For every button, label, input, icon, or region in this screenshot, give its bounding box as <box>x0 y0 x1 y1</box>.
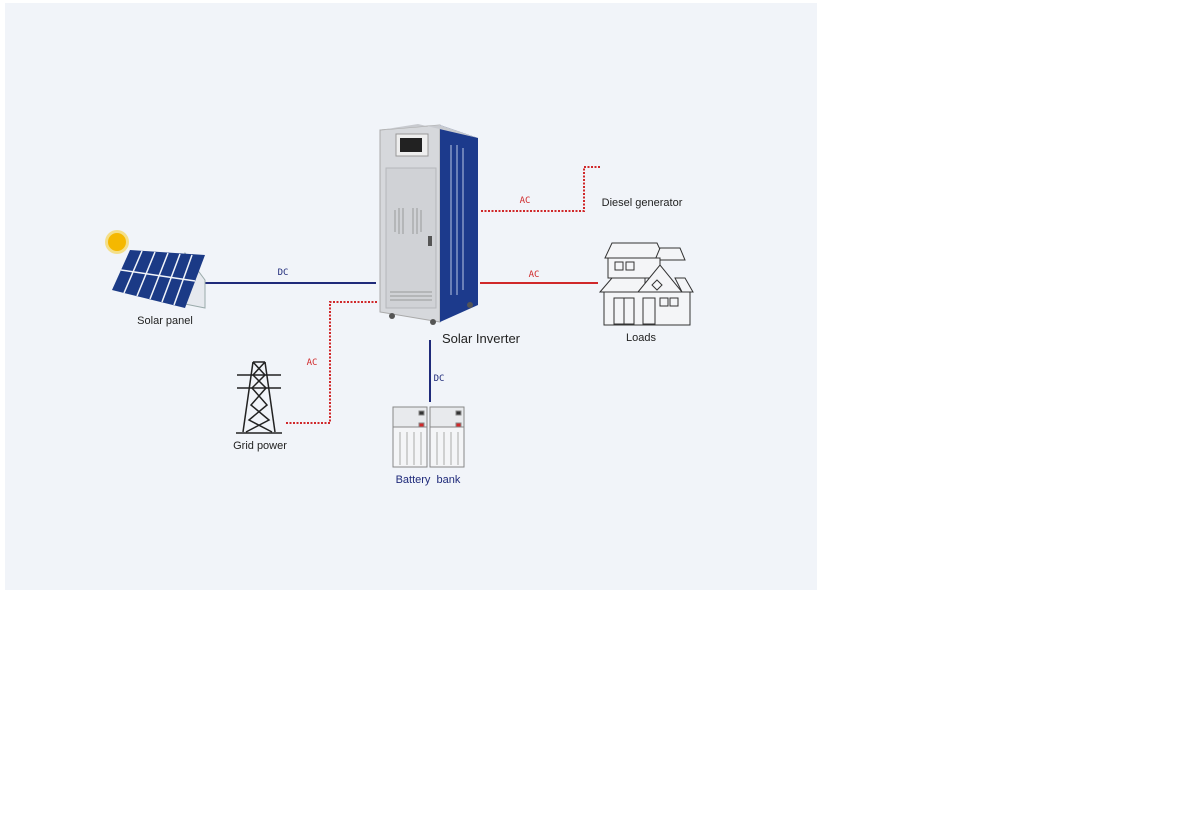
diesel-ac-label: AC <box>519 196 531 206</box>
loads-ac-label: AC <box>528 270 540 280</box>
grid-ac-label: AC <box>306 358 318 368</box>
battery-bank-label: Battery bank <box>395 474 461 486</box>
solar-inverter-cabinet <box>379 124 478 325</box>
battery-dc-label: DC <box>433 374 445 384</box>
solar-panel-icon <box>112 250 206 309</box>
power-tower-icon <box>236 361 282 434</box>
solar-dc-label: DC <box>277 268 289 278</box>
diesel-generator-label: Diesel generator <box>601 197 683 209</box>
grid-ac-line <box>286 301 378 424</box>
diesel-ac-line <box>481 166 600 212</box>
solar-panel-label: Solar panel <box>137 315 193 327</box>
battery-bank-icon <box>392 406 465 468</box>
house-icon <box>598 242 694 326</box>
loads-label: Loads <box>626 332 656 344</box>
solar-inverter-label: Solar Inverter <box>441 331 521 346</box>
grid-power-label: Grid power <box>233 440 287 452</box>
sun-icon <box>105 230 129 254</box>
